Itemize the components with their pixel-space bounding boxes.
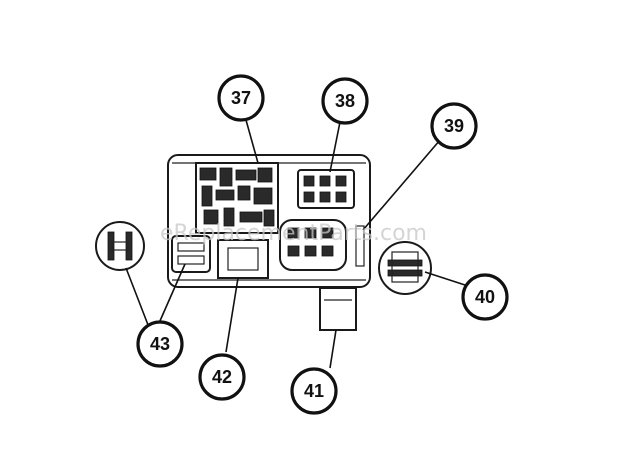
leader-lines	[125, 119, 466, 369]
relay-block-lower	[279, 219, 365, 271]
callout-39: 39	[430, 102, 478, 150]
callout-37: 37	[217, 74, 265, 122]
callout-40-label: 40	[475, 287, 495, 307]
callout-40: 40	[461, 273, 509, 321]
relay-block-upper	[297, 169, 355, 209]
callout-38-label: 38	[335, 91, 355, 111]
callout-42-label: 42	[212, 367, 232, 387]
callout-41-label: 41	[304, 381, 324, 401]
callout-39-label: 39	[444, 116, 464, 136]
callout-38: 38	[321, 77, 369, 125]
callout-37-label: 37	[231, 88, 251, 108]
transformer	[217, 239, 269, 279]
control-board	[195, 162, 279, 234]
terminal-block-detail	[95, 221, 145, 271]
callout-43-label: 43	[150, 334, 170, 354]
callout-42: 42	[198, 353, 246, 401]
circular-component-detail	[378, 241, 432, 295]
watermark-text: eReplacementParts.com	[160, 221, 427, 246]
cable-connector	[319, 287, 357, 331]
terminal-block-internal	[171, 235, 211, 273]
callout-41: 41	[290, 367, 338, 415]
callout-43: 43	[136, 320, 184, 368]
